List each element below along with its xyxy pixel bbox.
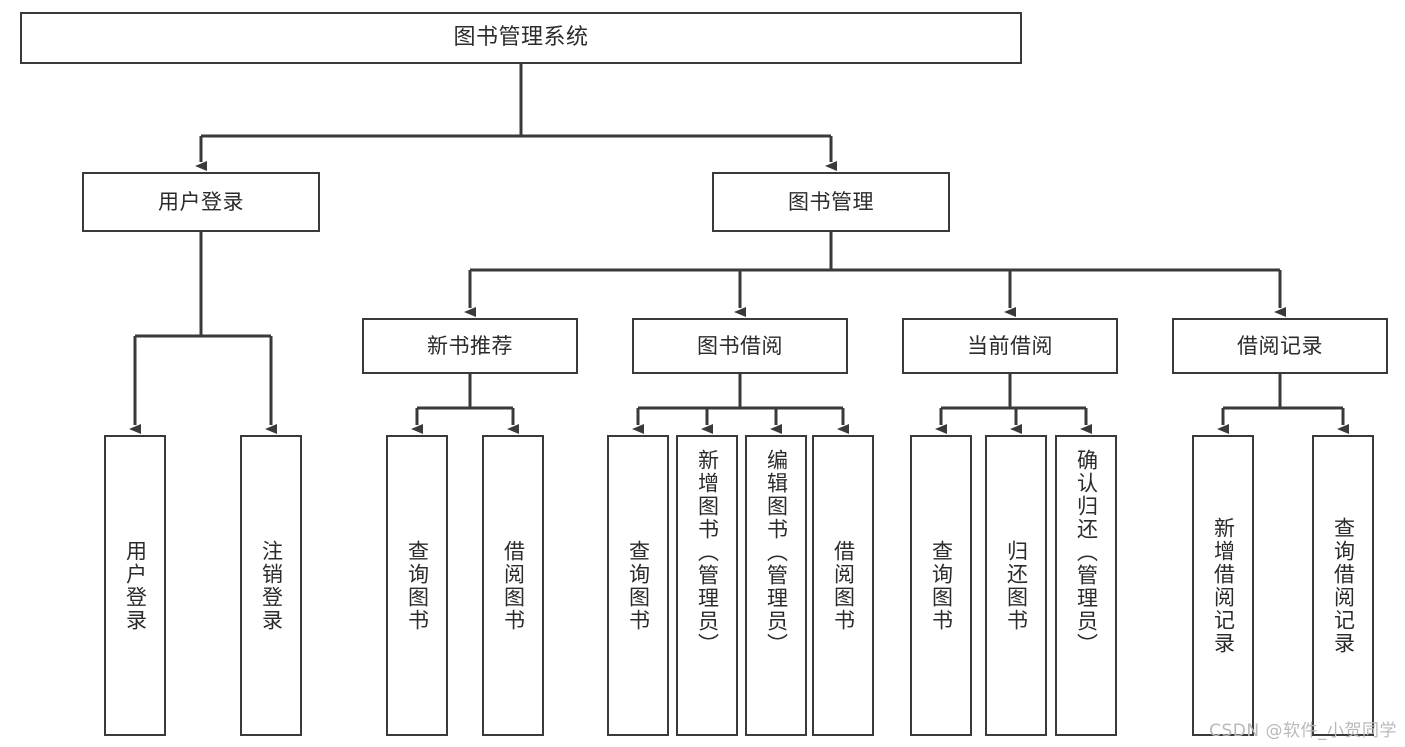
node-leaf-query-book-3[interactable]: 查询图书 xyxy=(910,435,972,736)
watermark: CSDN @软件_小贺同学 xyxy=(1209,721,1397,741)
node-leaf-borrow-book-2-label: 借阅图书 xyxy=(831,539,856,632)
node-leaf-return-book-label: 归还图书 xyxy=(1004,539,1029,632)
node-leaf-query-record-label: 查询借阅记录 xyxy=(1331,516,1356,655)
node-root-label: 图书管理系统 xyxy=(453,25,589,51)
node-leaf-borrow-book-2[interactable]: 借阅图书 xyxy=(812,435,874,736)
node-leaf-logout-label: 注销登录 xyxy=(259,539,284,632)
node-book-borrow-label: 图书借阅 xyxy=(697,333,783,358)
node-book-manage[interactable]: 图书管理 xyxy=(712,172,950,232)
node-leaf-logout[interactable]: 注销登录 xyxy=(240,435,302,736)
node-leaf-confirm-return[interactable]: 确认归还（管理员） xyxy=(1055,435,1117,736)
node-leaf-edit-book[interactable]: 编辑图书（管理员） xyxy=(745,435,807,736)
node-book-borrow[interactable]: 图书借阅 xyxy=(632,318,848,374)
node-leaf-query-book-2[interactable]: 查询图书 xyxy=(607,435,669,736)
node-leaf-query-book-1-label: 查询图书 xyxy=(405,539,430,632)
node-borrow-record[interactable]: 借阅记录 xyxy=(1172,318,1388,374)
node-leaf-query-book-3-label: 查询图书 xyxy=(929,539,954,632)
node-current-borrow[interactable]: 当前借阅 xyxy=(902,318,1118,374)
node-leaf-query-book-2-label: 查询图书 xyxy=(626,539,651,632)
node-leaf-return-book[interactable]: 归还图书 xyxy=(985,435,1047,736)
node-leaf-borrow-book-1-label: 借阅图书 xyxy=(501,539,526,632)
node-leaf-user-login[interactable]: 用户登录 xyxy=(104,435,166,736)
node-current-borrow-label: 当前借阅 xyxy=(967,333,1053,358)
node-new-book-recommend-label: 新书推荐 xyxy=(427,333,513,358)
node-root[interactable]: 图书管理系统 xyxy=(20,12,1022,64)
node-leaf-add-book-label: 新增图书（管理员） xyxy=(695,449,720,656)
node-user-login[interactable]: 用户登录 xyxy=(82,172,320,232)
node-new-book-recommend[interactable]: 新书推荐 xyxy=(362,318,578,374)
node-leaf-add-book[interactable]: 新增图书（管理员） xyxy=(676,435,738,736)
node-leaf-edit-book-label: 编辑图书（管理员） xyxy=(764,449,789,656)
node-borrow-record-label: 借阅记录 xyxy=(1237,333,1323,358)
node-leaf-query-book-1[interactable]: 查询图书 xyxy=(386,435,448,736)
node-leaf-add-record[interactable]: 新增借阅记录 xyxy=(1192,435,1254,736)
node-leaf-query-record[interactable]: 查询借阅记录 xyxy=(1312,435,1374,736)
node-book-manage-label: 图书管理 xyxy=(788,189,874,214)
node-leaf-borrow-book-1[interactable]: 借阅图书 xyxy=(482,435,544,736)
node-leaf-add-record-label: 新增借阅记录 xyxy=(1211,516,1236,655)
node-user-login-label: 用户登录 xyxy=(158,189,244,214)
node-leaf-confirm-return-label: 确认归还（管理员） xyxy=(1074,449,1099,656)
node-leaf-user-login-label: 用户登录 xyxy=(123,539,148,632)
